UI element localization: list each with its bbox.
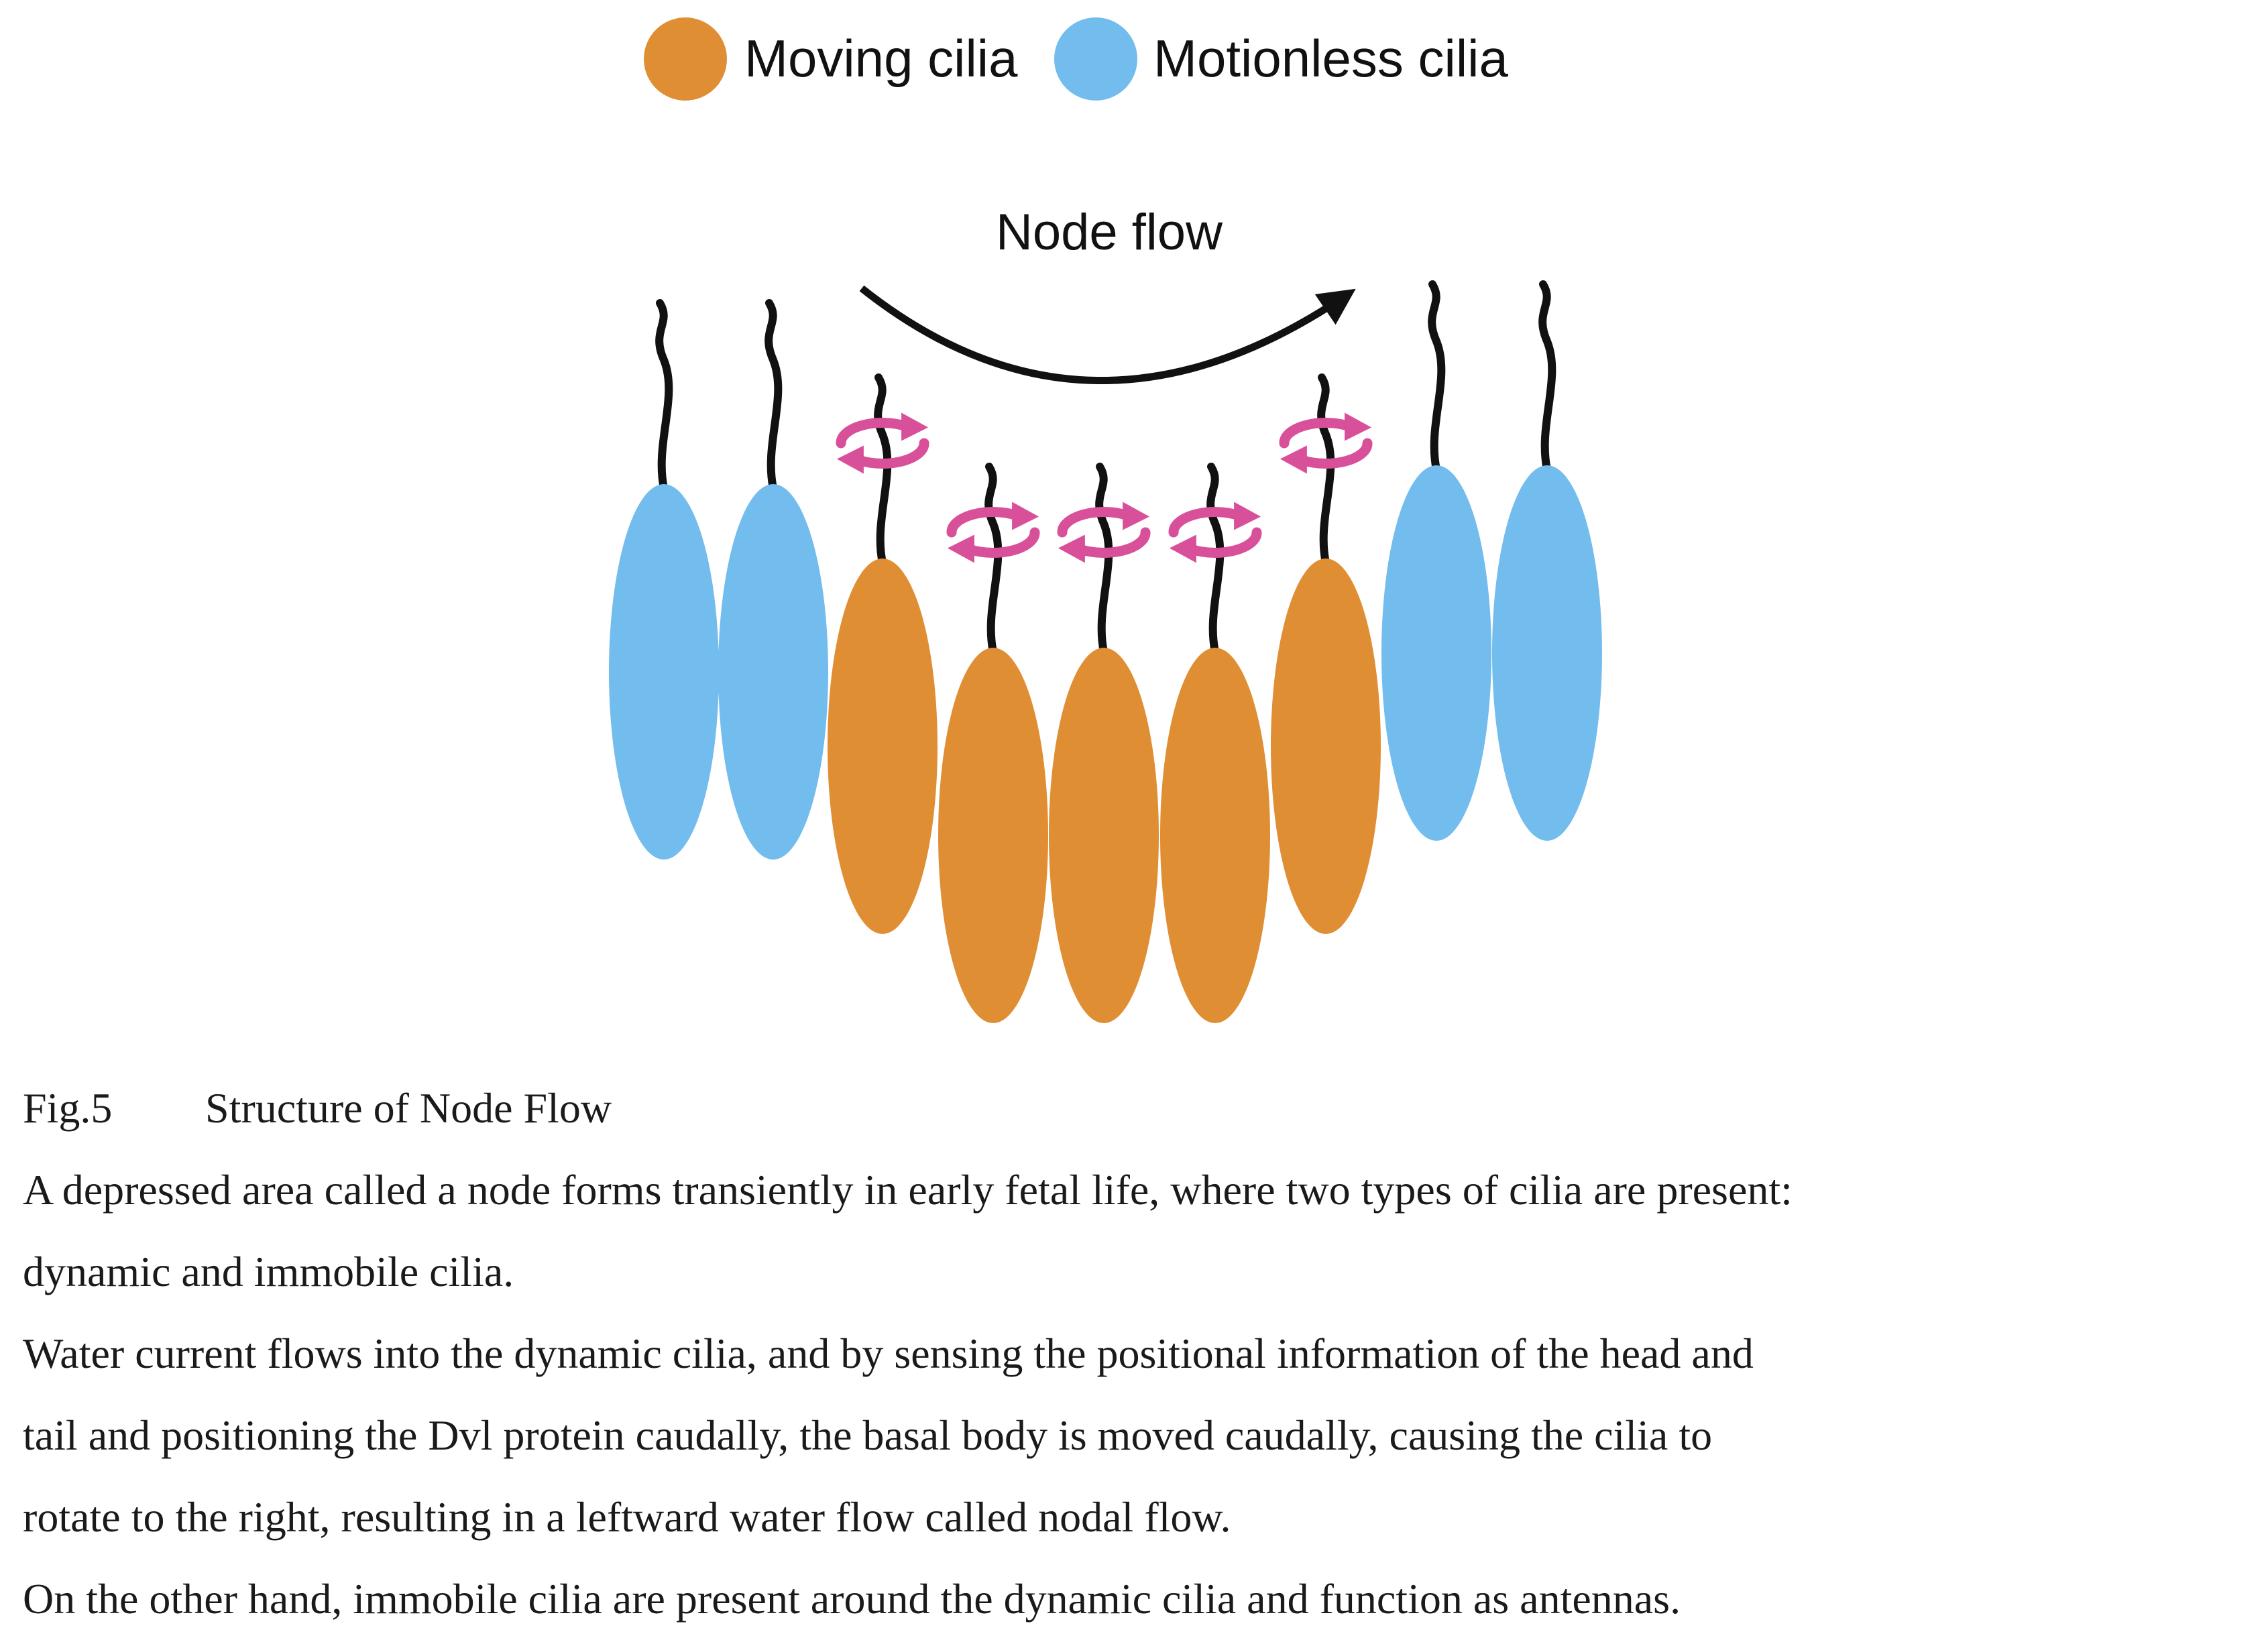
cell-body [1381, 465, 1491, 841]
node-flow-label: Node flow [996, 204, 1223, 261]
circular-rotation-arrows-icon [1168, 502, 1262, 563]
circular-rotation-arrows-icon [836, 412, 929, 474]
node-flow-diagram: Moving cilia Motionless cilia Node flow [609, 17, 1602, 1023]
cilium-stalk [1317, 373, 1335, 567]
moving-cilia-cell [1049, 463, 1159, 1023]
caption-line: A depressed area called a node forms tra… [23, 1166, 1793, 1214]
moving-cilia-cell [1160, 463, 1270, 1023]
legend: Moving cilia Motionless cilia [644, 17, 1508, 101]
cell-body [828, 559, 938, 934]
cilium-stalk [1206, 463, 1225, 656]
cell-body [1049, 648, 1159, 1023]
motionless-cilia-cell [1492, 280, 1602, 841]
cilium-stalk [655, 299, 673, 492]
cilium-stalk [984, 463, 1003, 656]
figure-caption: Fig.5 Structure of Node Flow A depressed … [23, 1067, 2256, 1640]
caption-line: Water current flows into the dynamic cil… [23, 1330, 1754, 1377]
figure-title: Structure of Node Flow [205, 1084, 612, 1132]
moving-cilia-cell [828, 373, 938, 934]
curved-arrow-icon [859, 285, 1356, 385]
moving-cilia-cell [1271, 373, 1381, 934]
cell-body [1492, 465, 1602, 841]
cell-body [609, 484, 719, 860]
cell-body [938, 648, 1048, 1023]
cilium-stalk [1428, 280, 1446, 473]
legend-swatch-motionless [1054, 17, 1137, 101]
cilia-cells [609, 280, 1602, 1023]
cell-body [1160, 648, 1270, 1023]
caption-line: tail and positioning the Dvl protein cau… [23, 1411, 1713, 1459]
cilium-stalk [1095, 463, 1113, 656]
caption-line: dynamic and immobile cilia. [23, 1248, 514, 1295]
cilium-stalk [874, 373, 892, 567]
circular-rotation-arrows-icon [1279, 412, 1373, 474]
cell-body [718, 484, 828, 860]
legend-swatch-moving [644, 17, 727, 101]
moving-cilia-cell [938, 463, 1048, 1023]
legend-label-motionless: Motionless cilia [1153, 29, 1508, 88]
motionless-cilia-cell [1381, 280, 1491, 841]
motionless-cilia-cell [609, 299, 719, 860]
cilium-stalk [764, 299, 783, 492]
motionless-cilia-cell [718, 299, 828, 860]
circular-rotation-arrows-icon [1057, 502, 1151, 563]
cell-body [1271, 559, 1381, 934]
cilium-stalk [1538, 280, 1556, 473]
legend-label-moving: Moving cilia [744, 29, 1018, 88]
figure-number: Fig.5 [23, 1084, 113, 1132]
circular-rotation-arrows-icon [946, 502, 1040, 563]
caption-line: rotate to the right, resulting in a left… [23, 1493, 1231, 1541]
caption-line: On the other hand, immobile cilia are pr… [23, 1575, 1681, 1623]
caption-title: Fig.5 Structure of Node Flow [23, 1067, 2256, 1149]
